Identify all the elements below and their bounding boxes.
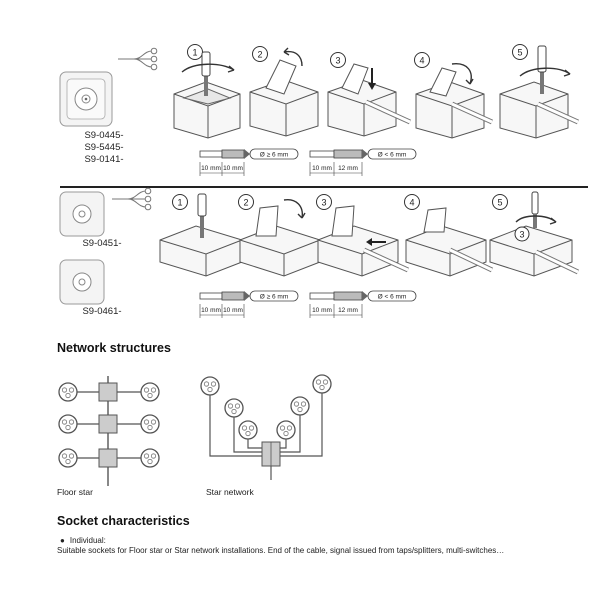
step-5-tighten-illustration: 5 — [499, 44, 580, 139]
svg-text:4: 4 — [419, 56, 424, 66]
bullet-dot-icon: ● — [60, 536, 65, 545]
svg-text:10 mm: 10 mm — [312, 307, 332, 314]
step-3-insert-cable-illustration: 3 — [316, 194, 410, 277]
product-code: S9-0141- — [84, 154, 124, 165]
svg-text:Ø < 6 mm: Ø < 6 mm — [378, 152, 407, 159]
step-1-unscrew-illustration: 1 — [159, 193, 243, 277]
floor-star-diagram — [58, 376, 160, 486]
svg-text:10 mm: 10 mm — [312, 165, 332, 172]
step-3-insert-cable-illustration: 3 — [327, 52, 412, 137]
strip-diagram-small-cable: Ø < 6 mm 10 mm 12 mm — [309, 148, 417, 176]
product-code: S9-0461- — [82, 306, 122, 317]
svg-text:10 mm: 10 mm — [223, 165, 243, 172]
svg-text:10 mm: 10 mm — [201, 307, 221, 314]
svg-text:1: 1 — [177, 198, 182, 208]
step-1-unscrew-illustration: 1 — [173, 44, 241, 139]
svg-text:2: 2 — [257, 50, 262, 60]
svg-text:5: 5 — [517, 48, 522, 58]
bullet-text: Individual: — [69, 536, 106, 545]
step-4-close-clip-illustration: 4 — [414, 52, 494, 139]
strip-diagram-large-cable: Ø ≥ 6 mm 10 mm 10 mm — [199, 148, 299, 176]
star-network-label: Star network — [206, 487, 254, 497]
network-structures-title: Network structures — [57, 341, 171, 355]
svg-text:10 mm: 10 mm — [223, 307, 243, 314]
strip-diagram-small-cable: Ø < 6 mm 10 mm 12 mm — [309, 290, 417, 318]
svg-text:Ø ≥ 6 mm: Ø ≥ 6 mm — [260, 152, 289, 159]
socket-front-icon — [59, 71, 113, 127]
svg-text:10 mm: 10 mm — [201, 165, 221, 172]
svg-text:3: 3 — [335, 56, 340, 66]
section-divider — [60, 186, 588, 188]
step-number: 1 — [192, 48, 197, 58]
svg-text:5: 5 — [497, 198, 502, 208]
svg-text:4: 4 — [409, 198, 414, 208]
coax-fork-icon — [117, 47, 158, 71]
floor-star-label: Floor star — [57, 487, 93, 497]
step-5-tighten-illustration: 5 3 — [489, 191, 580, 277]
svg-text:2: 2 — [243, 198, 248, 208]
step-4-close-clip-illustration: 4 — [404, 194, 494, 277]
svg-text:12 mm: 12 mm — [338, 307, 358, 314]
inner-step-number: 3 — [519, 230, 524, 240]
svg-text:3: 3 — [321, 198, 326, 208]
coax-fork-icon — [112, 187, 152, 211]
star-network-diagram — [200, 374, 332, 480]
step-2-open-clip-illustration: 2 — [249, 46, 319, 137]
strip-diagram-large-cable: Ø ≥ 6 mm 10 mm 10 mm — [199, 290, 299, 318]
socket-bullet: ● Individual: — [57, 536, 106, 545]
socket-front-icon — [59, 259, 105, 305]
svg-text:12 mm: 12 mm — [338, 165, 358, 172]
socket-characteristics-title: Socket characteristics — [57, 514, 190, 528]
socket-description: Suitable sockets for Floor star or Star … — [57, 546, 505, 555]
svg-text:Ø < 6 mm: Ø < 6 mm — [378, 294, 407, 301]
socket-front-icon — [59, 191, 105, 237]
svg-text:Ø ≥ 6 mm: Ø ≥ 6 mm — [260, 294, 289, 301]
product-code: S9-5445- — [84, 142, 124, 153]
step-2-open-clip-illustration: 2 — [238, 194, 321, 277]
product-code: S9-0451- — [82, 238, 122, 249]
product-code: S9-0445- — [84, 130, 124, 141]
